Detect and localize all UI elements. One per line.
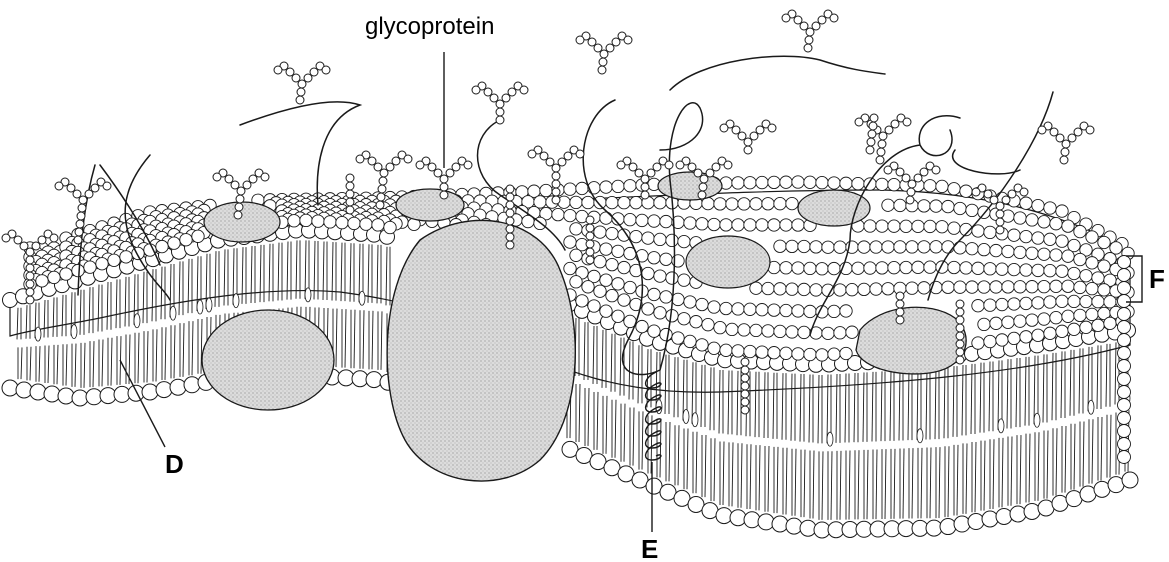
protein-left xyxy=(202,310,334,410)
label-f: F xyxy=(1149,264,1165,294)
protein-upper-mid xyxy=(396,189,464,221)
label-d: D xyxy=(165,449,184,479)
protein-back-right xyxy=(798,190,870,226)
glycoprotein-label: glycoprotein xyxy=(365,13,494,40)
protein-large-channel xyxy=(387,220,575,481)
protein-mid xyxy=(686,236,770,288)
label-e: E xyxy=(641,534,658,562)
